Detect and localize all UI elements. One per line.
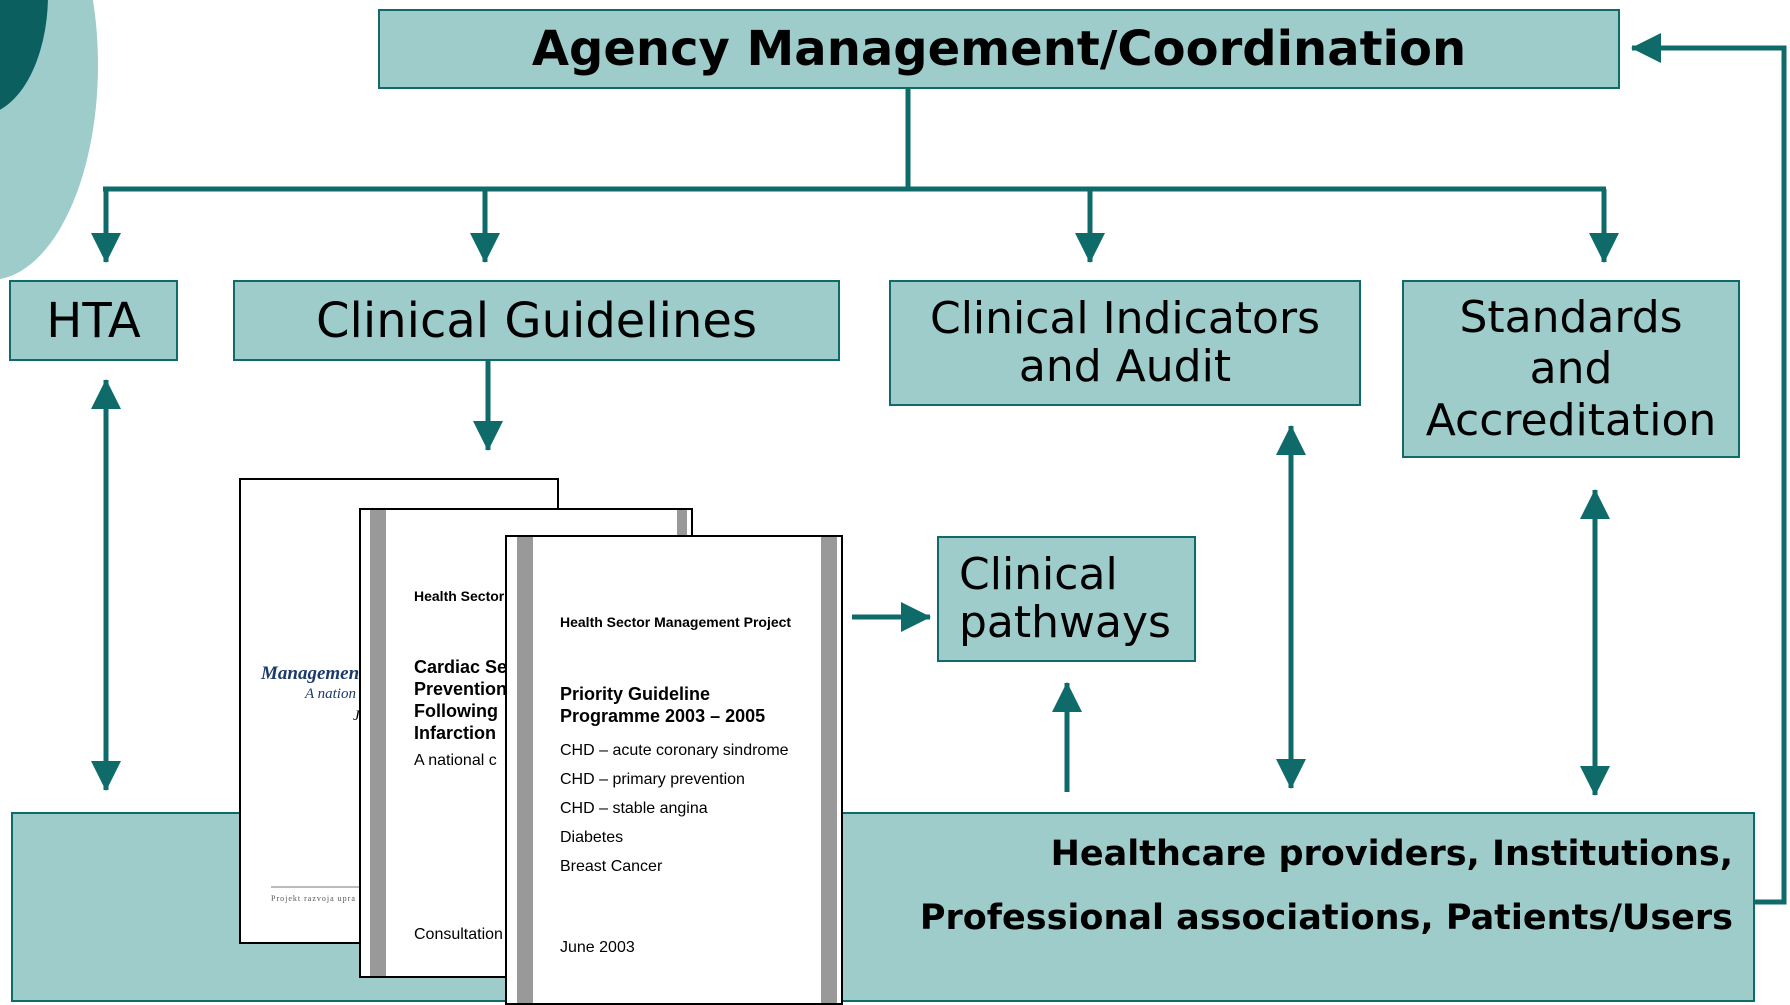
- clinical-guidelines-box: Clinical Guidelines: [233, 280, 840, 361]
- document-front-title-line: Priority Guideline: [560, 684, 711, 704]
- document-front-title-line: Programme 2003 – 2005: [560, 706, 766, 726]
- document-middle-title-line: Prevention: [414, 679, 508, 699]
- document-front-bar-right: [821, 537, 837, 1003]
- hta-label: HTA: [46, 292, 141, 349]
- document-middle-subtitle: A national c: [414, 752, 497, 769]
- document-front-items: CHD – acute coronary sindrome CHD – prim…: [560, 736, 789, 881]
- document-middle-title-line: Cardiac Se: [414, 657, 508, 677]
- document-back-footer: Projekt razvoja upra: [271, 894, 356, 903]
- agency-management-label: Agency Management/Coordination: [531, 21, 1467, 77]
- document-front-bar-left: [517, 537, 533, 1003]
- providers-line-1: Healthcare providers, Institutions,: [1050, 834, 1733, 874]
- clinical-pathways-box: Clinical pathways: [937, 536, 1196, 662]
- document-front-title: Priority Guideline Programme 2003 – 2005: [560, 683, 765, 727]
- document-middle-bar-left: [370, 510, 386, 976]
- document-front-header: Health Sector Management Project: [560, 614, 792, 630]
- clinical-pathways-label: Clinical pathways: [959, 548, 1171, 648]
- clinical-guidelines-label: Clinical Guidelines: [316, 292, 757, 349]
- document-back-subtitle: A nation: [305, 686, 356, 702]
- document-front: Health Sector Management Project Priorit…: [505, 535, 843, 1005]
- document-front-item: CHD – stable angina: [560, 800, 708, 817]
- document-front-date: June 2003: [560, 939, 635, 956]
- clinical-indicators-box: Clinical Indicators and Audit: [889, 280, 1361, 406]
- document-front-item: CHD – acute coronary sindrome: [560, 742, 789, 759]
- document-middle-header: Health Sector: [414, 588, 505, 604]
- document-front-item: Breast Cancer: [560, 858, 663, 875]
- clinical-indicators-label: Clinical Indicators and Audit: [929, 292, 1320, 392]
- hta-box: HTA: [9, 280, 178, 361]
- providers-line-2: Professional associations, Patients/User…: [919, 898, 1733, 938]
- agency-management-box: Agency Management/Coordination: [378, 9, 1620, 89]
- document-middle-title: Cardiac Se Prevention Following Infarcti…: [414, 656, 507, 744]
- document-back-title: Managemen: [261, 663, 360, 684]
- feedback-loop-arrow: [1631, 33, 1787, 905]
- document-front-item: Diabetes: [560, 829, 624, 846]
- document-middle-title-line: Following: [414, 701, 498, 721]
- corner-decoration: [0, 0, 98, 280]
- document-front-item: CHD – primary prevention: [560, 771, 745, 788]
- document-middle-footer: Consultation: [414, 926, 503, 943]
- standards-box: Standards and Accreditation: [1402, 280, 1740, 458]
- dark-circle-shape: [0, 0, 48, 110]
- standards-label: Standards and Accreditation: [1425, 291, 1717, 446]
- document-back-letter: J: [353, 708, 360, 724]
- providers-text: Healthcare providers, Institutions, Prof…: [920, 822, 1733, 950]
- document-middle-title-line: Infarction: [414, 723, 497, 743]
